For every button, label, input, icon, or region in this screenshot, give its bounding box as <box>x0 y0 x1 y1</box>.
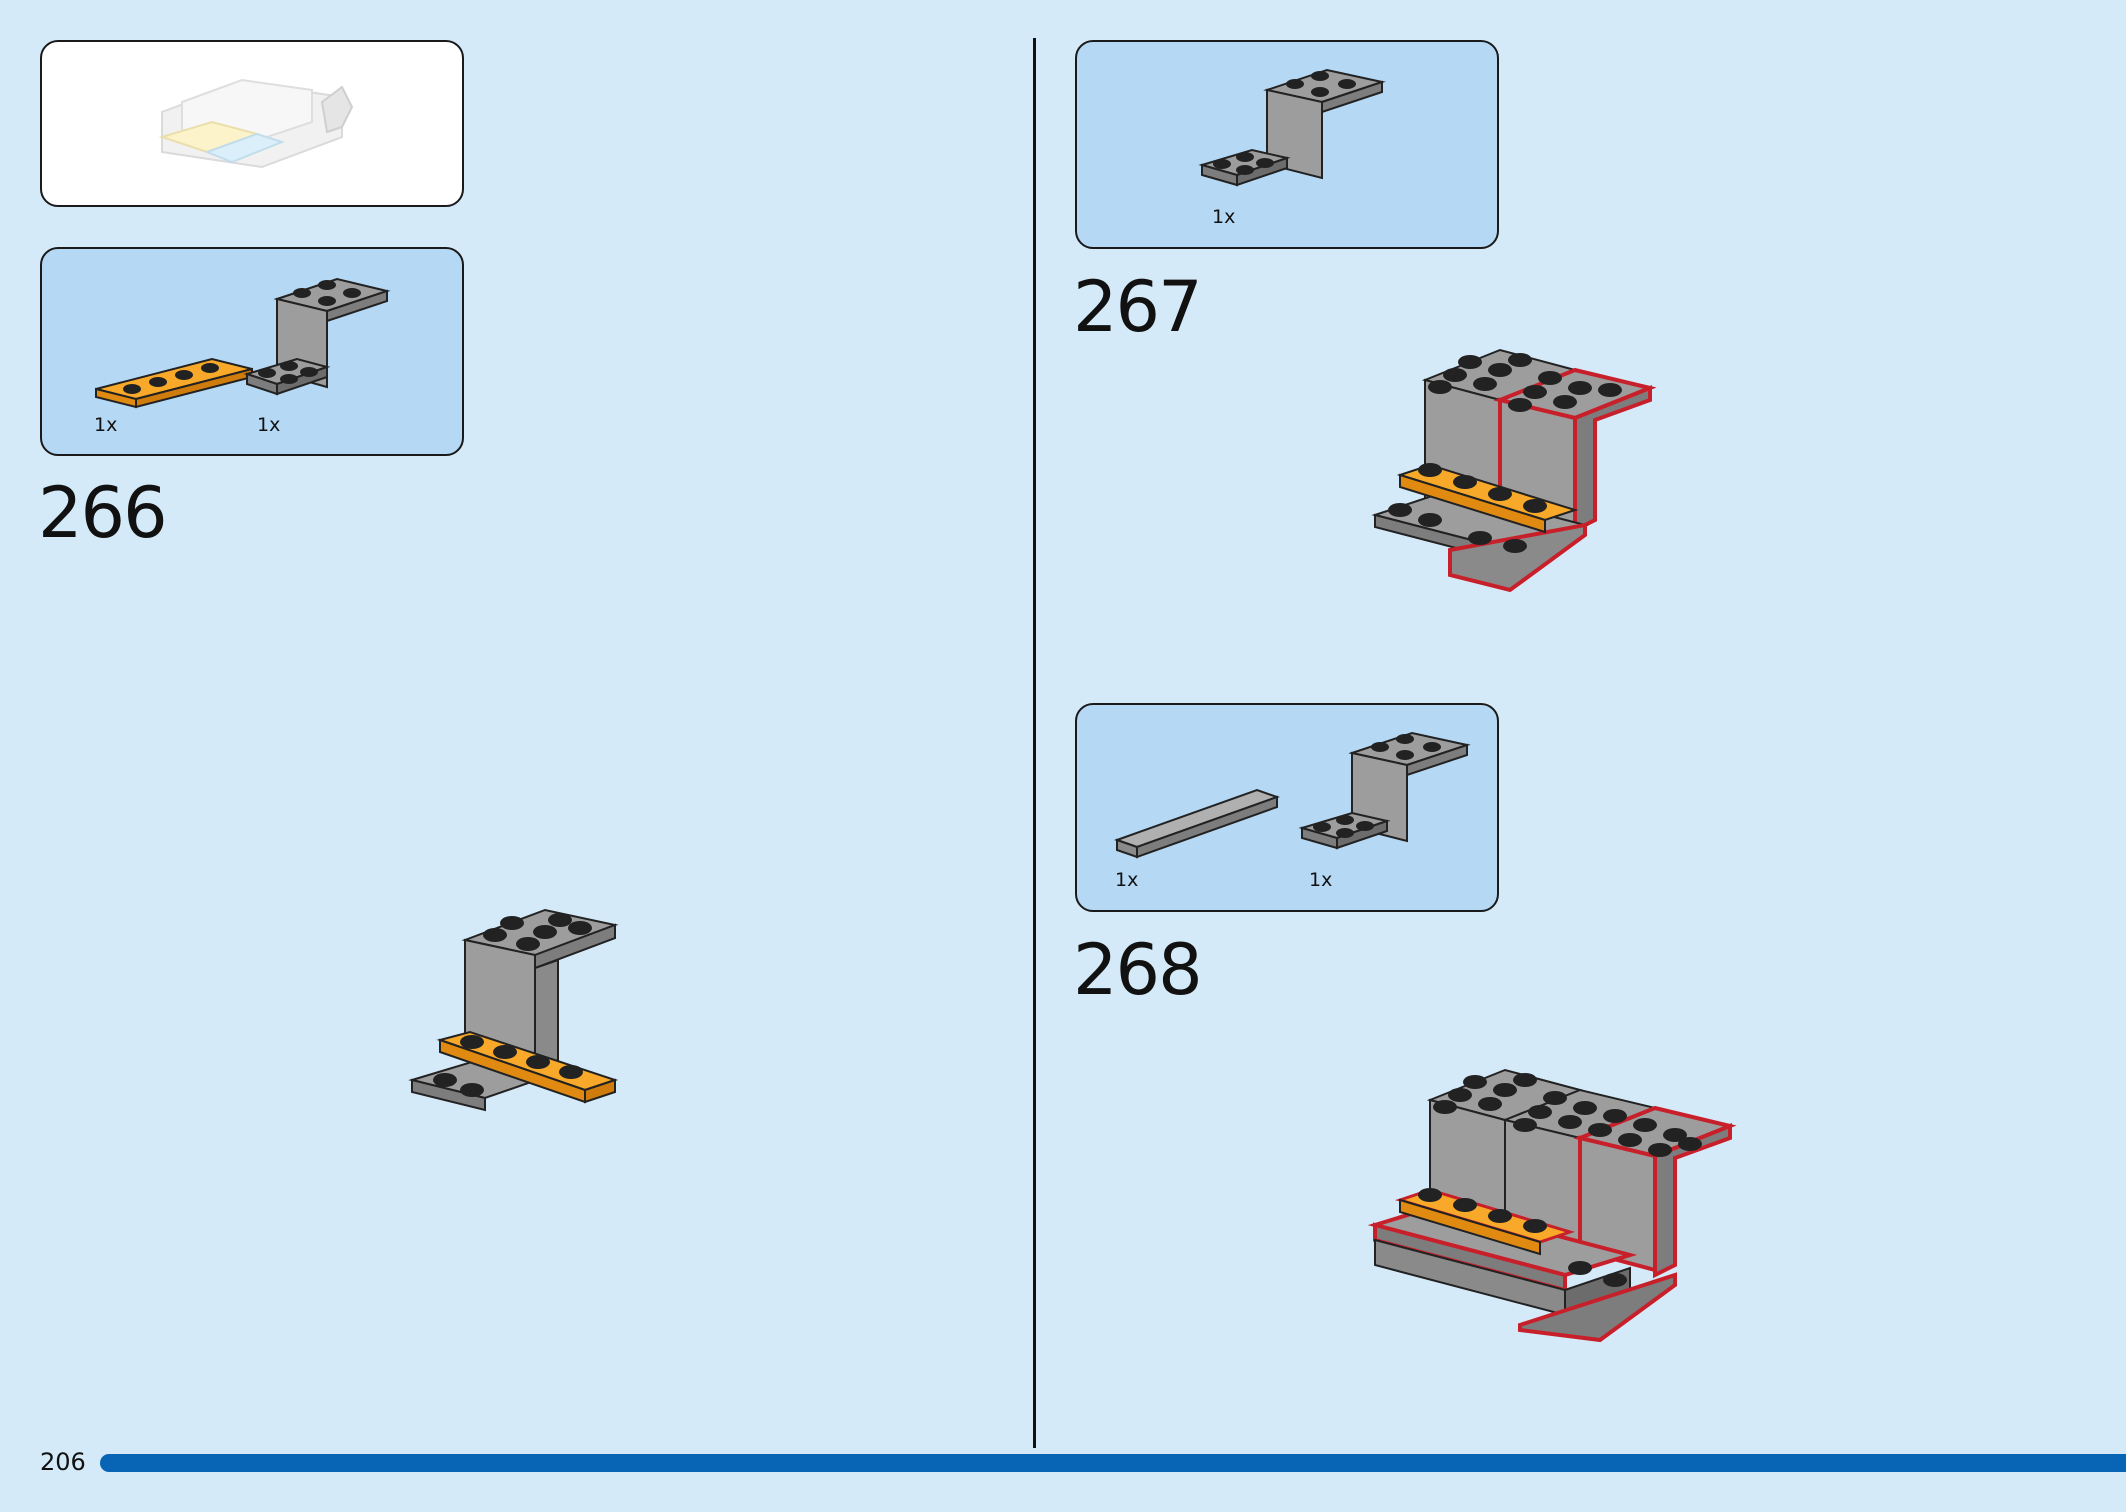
progress-bar <box>100 1454 2126 1472</box>
step-267-assembly-image <box>1371 348 1657 593</box>
part-quantity: 1x <box>1115 869 1139 891</box>
part-quantity: 1x <box>1309 869 1333 891</box>
step-number: 268 <box>1073 929 1203 1011</box>
page-number: 206 <box>40 1448 86 1476</box>
grey-tile-1x6-icon <box>1114 788 1280 859</box>
step-268-assembly-image <box>1367 1068 1737 1343</box>
model-overview-box <box>40 40 464 207</box>
part-quantity: 1x <box>1212 206 1236 228</box>
grey-bracket-icon <box>243 277 391 396</box>
step-267-parts-callout: 1x <box>1075 40 1499 249</box>
orange-plate-1x4-icon <box>95 357 253 409</box>
step-number: 267 <box>1073 266 1203 348</box>
step-266-assembly-image <box>408 908 619 1112</box>
step-number: 266 <box>38 472 168 554</box>
step-268-parts-callout: 1x 1x <box>1075 703 1499 912</box>
part-quantity: 1x <box>94 414 118 436</box>
part-quantity: 1x <box>257 414 281 436</box>
grey-bracket-icon <box>1198 68 1386 187</box>
step-266-parts-callout: 1x 1x <box>40 247 464 456</box>
model-preview-image <box>158 78 354 169</box>
page-column-divider <box>1033 38 1036 1448</box>
grey-bracket-icon <box>1298 731 1471 850</box>
